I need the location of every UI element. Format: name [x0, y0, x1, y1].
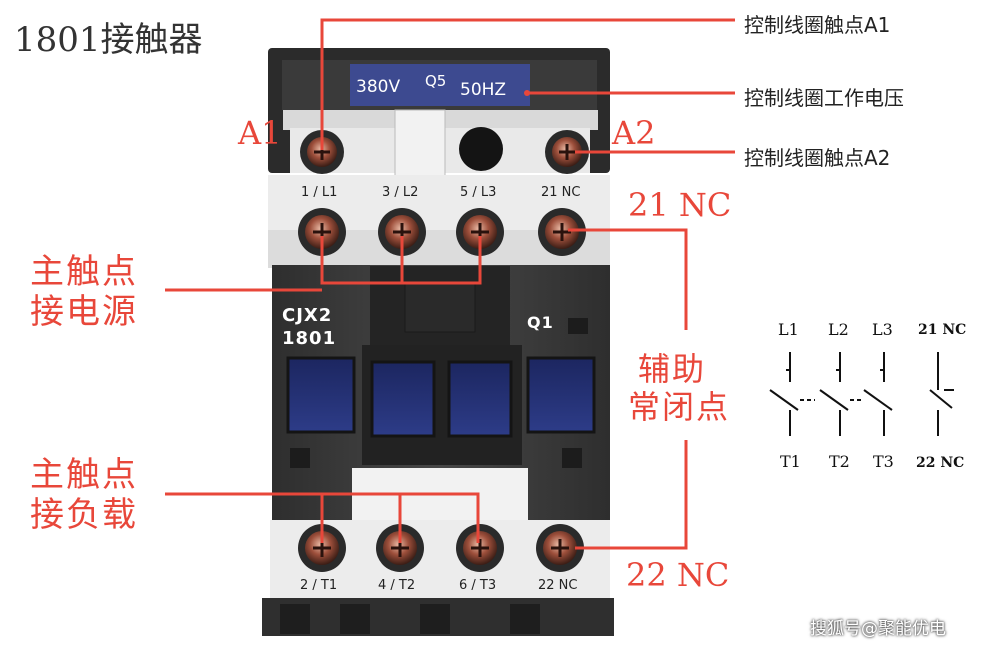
main-power-label: 主触点 接电源 [30, 252, 138, 332]
terminal-label-top: 3 / L2 [382, 185, 419, 200]
main-load-line2: 接负载 [30, 495, 138, 535]
schematic-top-label: L2 [828, 320, 849, 339]
terminal-label-bottom: 4 / T2 [378, 578, 416, 593]
window [370, 360, 436, 438]
terminal-label-top: 21 NC [541, 185, 581, 200]
schematic-top-label: L3 [872, 320, 893, 339]
nameplate-frequency: 50HZ [460, 80, 507, 100]
schematic-top-label: 21 NC [918, 322, 967, 338]
callout-line-nc-bottom [575, 440, 688, 550]
schematic-top-label: L1 [778, 320, 799, 339]
window [447, 360, 513, 438]
coil-label-a2: A2 [612, 114, 656, 152]
coil-label-a1: A1 [238, 114, 282, 152]
watermark: 搜狐号@聚能优电 [810, 619, 946, 639]
nc-schematic [769, 352, 954, 436]
callout-line-load [165, 492, 480, 543]
nc-bottom-label: 22 NC [626, 556, 730, 594]
terminal-label-top: 5 / L3 [460, 185, 497, 200]
screw-a1 [300, 130, 344, 174]
callout-line-a1 [320, 18, 735, 150]
aux-line1: 辅助 [638, 350, 707, 388]
callout-lines [165, 18, 735, 550]
contactor-body [272, 265, 610, 523]
aux-nc-label: 辅助 常闭点 [628, 350, 730, 426]
model-number: 1801 [282, 328, 337, 349]
schematic-bottom-label: T2 [829, 452, 850, 471]
window [526, 356, 596, 434]
bottom-screws [298, 524, 584, 572]
top-screws [298, 208, 586, 256]
terminal-label-bottom: 6 / T3 [459, 578, 497, 593]
terminal-label-bottom: 2 / T1 [300, 578, 338, 593]
terminal-label-bottom: 22 NC [538, 578, 578, 593]
coil-block [268, 48, 610, 179]
callout-coil-voltage: 控制线圈工作电压 [744, 86, 904, 110]
schematic-bottom-label: 22 NC [916, 455, 965, 471]
main-load-label: 主触点 接负载 [30, 455, 138, 535]
terminal-label-top: 1 / L1 [301, 185, 338, 200]
model-q1: Q1 [527, 313, 554, 332]
main-power-line1: 主触点 [30, 252, 138, 292]
callout-coil-a1: 控制线圈触点A1 [744, 13, 891, 37]
window [286, 356, 356, 434]
page-title: 1801接触器 [14, 20, 203, 60]
main-load-line1: 主触点 [30, 455, 138, 495]
nameplate-code: Q5 [425, 72, 447, 90]
nameplate-voltage: 380V [356, 77, 401, 97]
nc-top-label: 21 NC [628, 186, 732, 224]
screw-a2 [545, 130, 589, 174]
callout-line-nc-top [568, 228, 688, 330]
coil-hole [459, 127, 503, 171]
model-series: CJX2 [282, 305, 333, 326]
callout-coil-a2: 控制线圈触点A2 [744, 146, 891, 170]
main-power-line2: 接电源 [30, 292, 138, 332]
nameplate [350, 64, 530, 106]
aux-line2: 常闭点 [628, 388, 731, 426]
schematic-bottom-label: T3 [873, 452, 894, 471]
schematic-bottom-label: T1 [780, 452, 801, 471]
